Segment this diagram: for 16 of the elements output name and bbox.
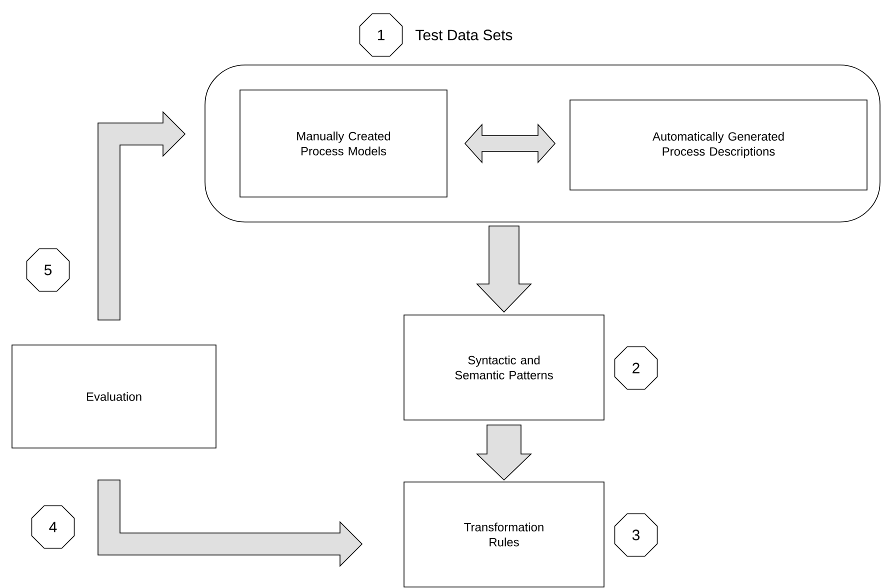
step-number: 4 xyxy=(31,505,75,549)
block-arrow xyxy=(98,111,186,320)
process-box: Manually Created Process Models xyxy=(240,90,448,198)
process-box: Transformation Rules xyxy=(404,482,604,588)
process-box: Evaluation xyxy=(12,344,216,448)
block-arrow xyxy=(476,226,532,313)
step-number: 1 xyxy=(359,13,403,57)
step-number: 5 xyxy=(26,248,70,292)
block-arrow xyxy=(464,123,556,164)
step-number: 2 xyxy=(614,346,658,390)
node-label: Test Data Sets xyxy=(416,30,512,40)
block-arrow xyxy=(476,424,532,481)
step-number: 3 xyxy=(614,513,658,557)
process-box: Syntactic and Semantic Patterns xyxy=(404,314,604,420)
process-box: Automatically Generated Process Descriptions xyxy=(570,100,868,190)
block-arrow xyxy=(98,480,363,567)
